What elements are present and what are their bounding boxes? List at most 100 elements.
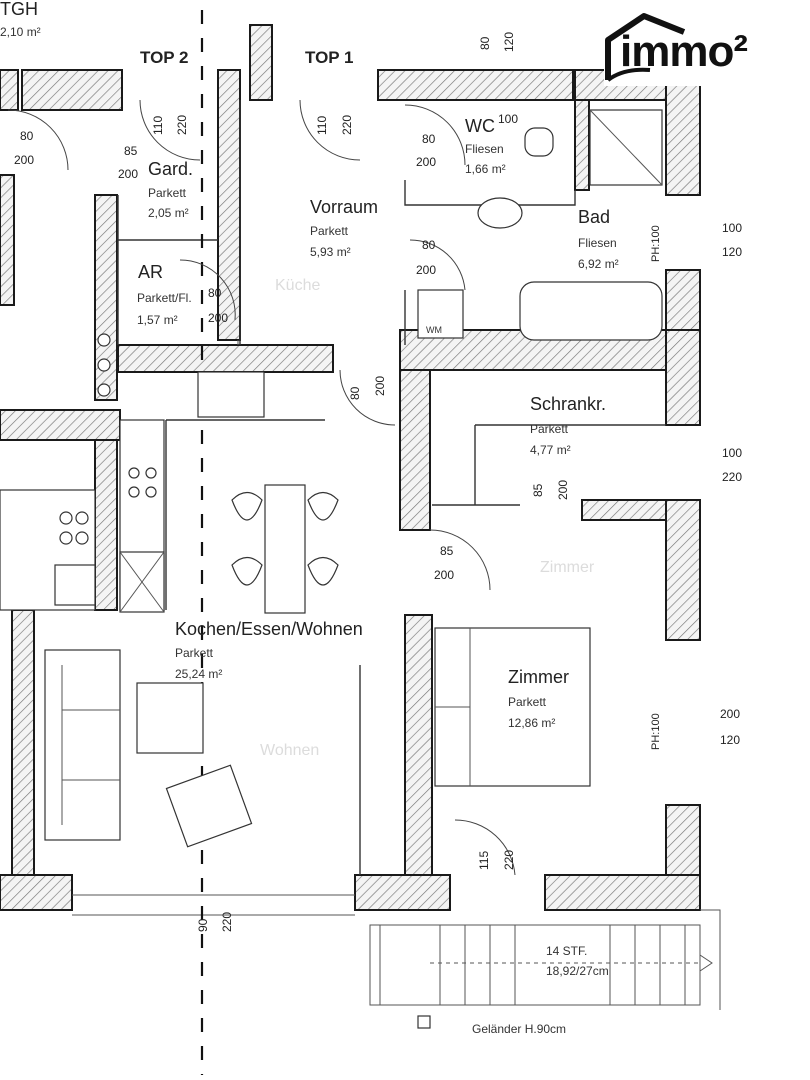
svg-text:110: 110 [315,116,329,135]
svg-text:200: 200 [434,568,454,582]
svg-text:Parkett: Parkett [175,646,214,660]
partitions [35,100,721,1010]
svg-text:80: 80 [478,36,492,50]
door-top2-entry [139,99,201,161]
bathtub [519,281,663,341]
chair [231,491,263,521]
svg-text:85: 85 [440,544,454,558]
left-sink [54,564,96,606]
svg-text:80: 80 [422,238,436,252]
svg-text:220: 220 [220,912,234,932]
svg-text:Parkett: Parkett [530,422,569,436]
ghost-zimmer: Zimmer [540,559,595,576]
wall-left-mid [94,439,118,611]
svg-text:80: 80 [348,386,362,400]
door-gard [7,109,69,171]
svg-text:12,86 m²: 12,86 m² [508,716,555,730]
room-wc: WC Fliesen 1,66 m² [465,116,506,176]
svg-text:Fliesen: Fliesen [465,142,504,156]
svg-text:120: 120 [502,32,516,52]
room-vorraum: Vorraum Parkett 5,93 m² [310,197,378,259]
svg-text:100: 100 [722,221,742,235]
svg-text:AR: AR [138,262,163,282]
wall-bottom-mid [354,874,451,911]
immo2-logo: immo² [604,10,800,86]
svg-text:5,93 m²: 5,93 m² [310,245,351,259]
room-kochen-essen-wohnen: Kochen/Essen/Wohnen Parkett 25,24 m² [175,619,363,681]
svg-text:Parkett: Parkett [148,186,187,200]
top1-label: TOP 1 [305,48,354,67]
room-ar: AR Parkett/Fl. 1,57 m² [137,262,192,327]
svg-text:Vorraum: Vorraum [310,197,378,217]
wall-schrank-left [399,369,431,531]
room-bad: Bad Fliesen 6,92 m² [578,207,619,271]
svg-text:1,66 m²: 1,66 m² [465,162,506,176]
svg-text:120: 120 [722,245,742,259]
svg-text:100: 100 [498,112,518,126]
wall-right-zimmer [665,499,701,641]
wall-left-column [0,69,19,111]
room-gard: Gard. Parkett 2,05 m² [148,159,193,220]
corner-area: 2,10 m² [0,25,41,39]
ghost-labels: Küche Zimmer Wohnen [260,277,595,759]
ghost-kueche: Küche [275,277,320,294]
room-schrankr: Schrankr. Parkett 4,77 m² [530,394,606,457]
svg-text:200: 200 [556,480,570,500]
armchair [165,764,253,848]
svg-text:Kochen/Essen/Wohnen: Kochen/Essen/Wohnen [175,619,363,639]
svg-text:220: 220 [502,850,516,870]
chair [307,556,339,586]
logo-text: immo² [620,27,747,76]
washbasin [477,197,523,229]
svg-text:PH:100: PH:100 [650,225,662,262]
railing-post [417,1015,431,1029]
wall-right-schrank [665,329,701,426]
wall-wc-left [574,99,590,191]
door-zimmer [429,529,491,591]
dimension-labels: 80 200 85 200 110 220 110 220 80 120 80 … [14,32,742,932]
svg-text:Zimmer: Zimmer [508,667,569,687]
fixtures [0,109,663,848]
wall-right-bad [665,269,701,331]
svg-text:220: 220 [175,115,189,135]
dining-table [264,484,306,614]
svg-text:120: 120 [720,733,740,747]
svg-text:200: 200 [416,155,436,169]
stairs [369,924,713,1029]
wall-gard-left [94,194,118,401]
svg-text:1,57 m²: 1,57 m² [137,313,178,327]
chair [231,556,263,586]
svg-text:85: 85 [531,483,545,497]
svg-text:110: 110 [151,116,165,135]
wall-bottom-left [0,874,73,911]
top2-label: TOP 2 [140,48,189,67]
svg-text:200: 200 [14,153,34,167]
svg-text:200: 200 [416,263,436,277]
svg-text:25,24 m²: 25,24 m² [175,667,222,681]
door-top1-entry [299,99,361,161]
wall-top1-top [377,69,574,101]
door-balcony [454,819,516,876]
sofa [44,649,121,841]
chair [307,491,339,521]
wall-bottom-right [544,874,701,911]
svg-text:PH:100: PH:100 [650,713,662,750]
coffee-table [136,682,204,754]
svg-text:80: 80 [208,286,222,300]
ghost-wohnen: Wohnen [260,742,319,759]
walls [0,24,701,911]
svg-text:200: 200 [720,707,740,721]
door-wc [404,104,466,166]
wm-label: WM [426,325,442,335]
svg-text:Parkett: Parkett [310,224,349,238]
svg-text:200: 200 [373,376,387,396]
doors [7,99,516,876]
svg-text:Bad: Bad [578,207,610,227]
wall-zimmer-left [404,614,433,911]
svg-text:80: 80 [422,132,436,146]
svg-text:220: 220 [340,115,354,135]
svg-text:Parkett: Parkett [508,695,547,709]
svg-text:80: 80 [20,129,34,143]
stairs-size: 18,92/27cm [546,964,609,978]
svg-text:220: 220 [722,470,742,484]
